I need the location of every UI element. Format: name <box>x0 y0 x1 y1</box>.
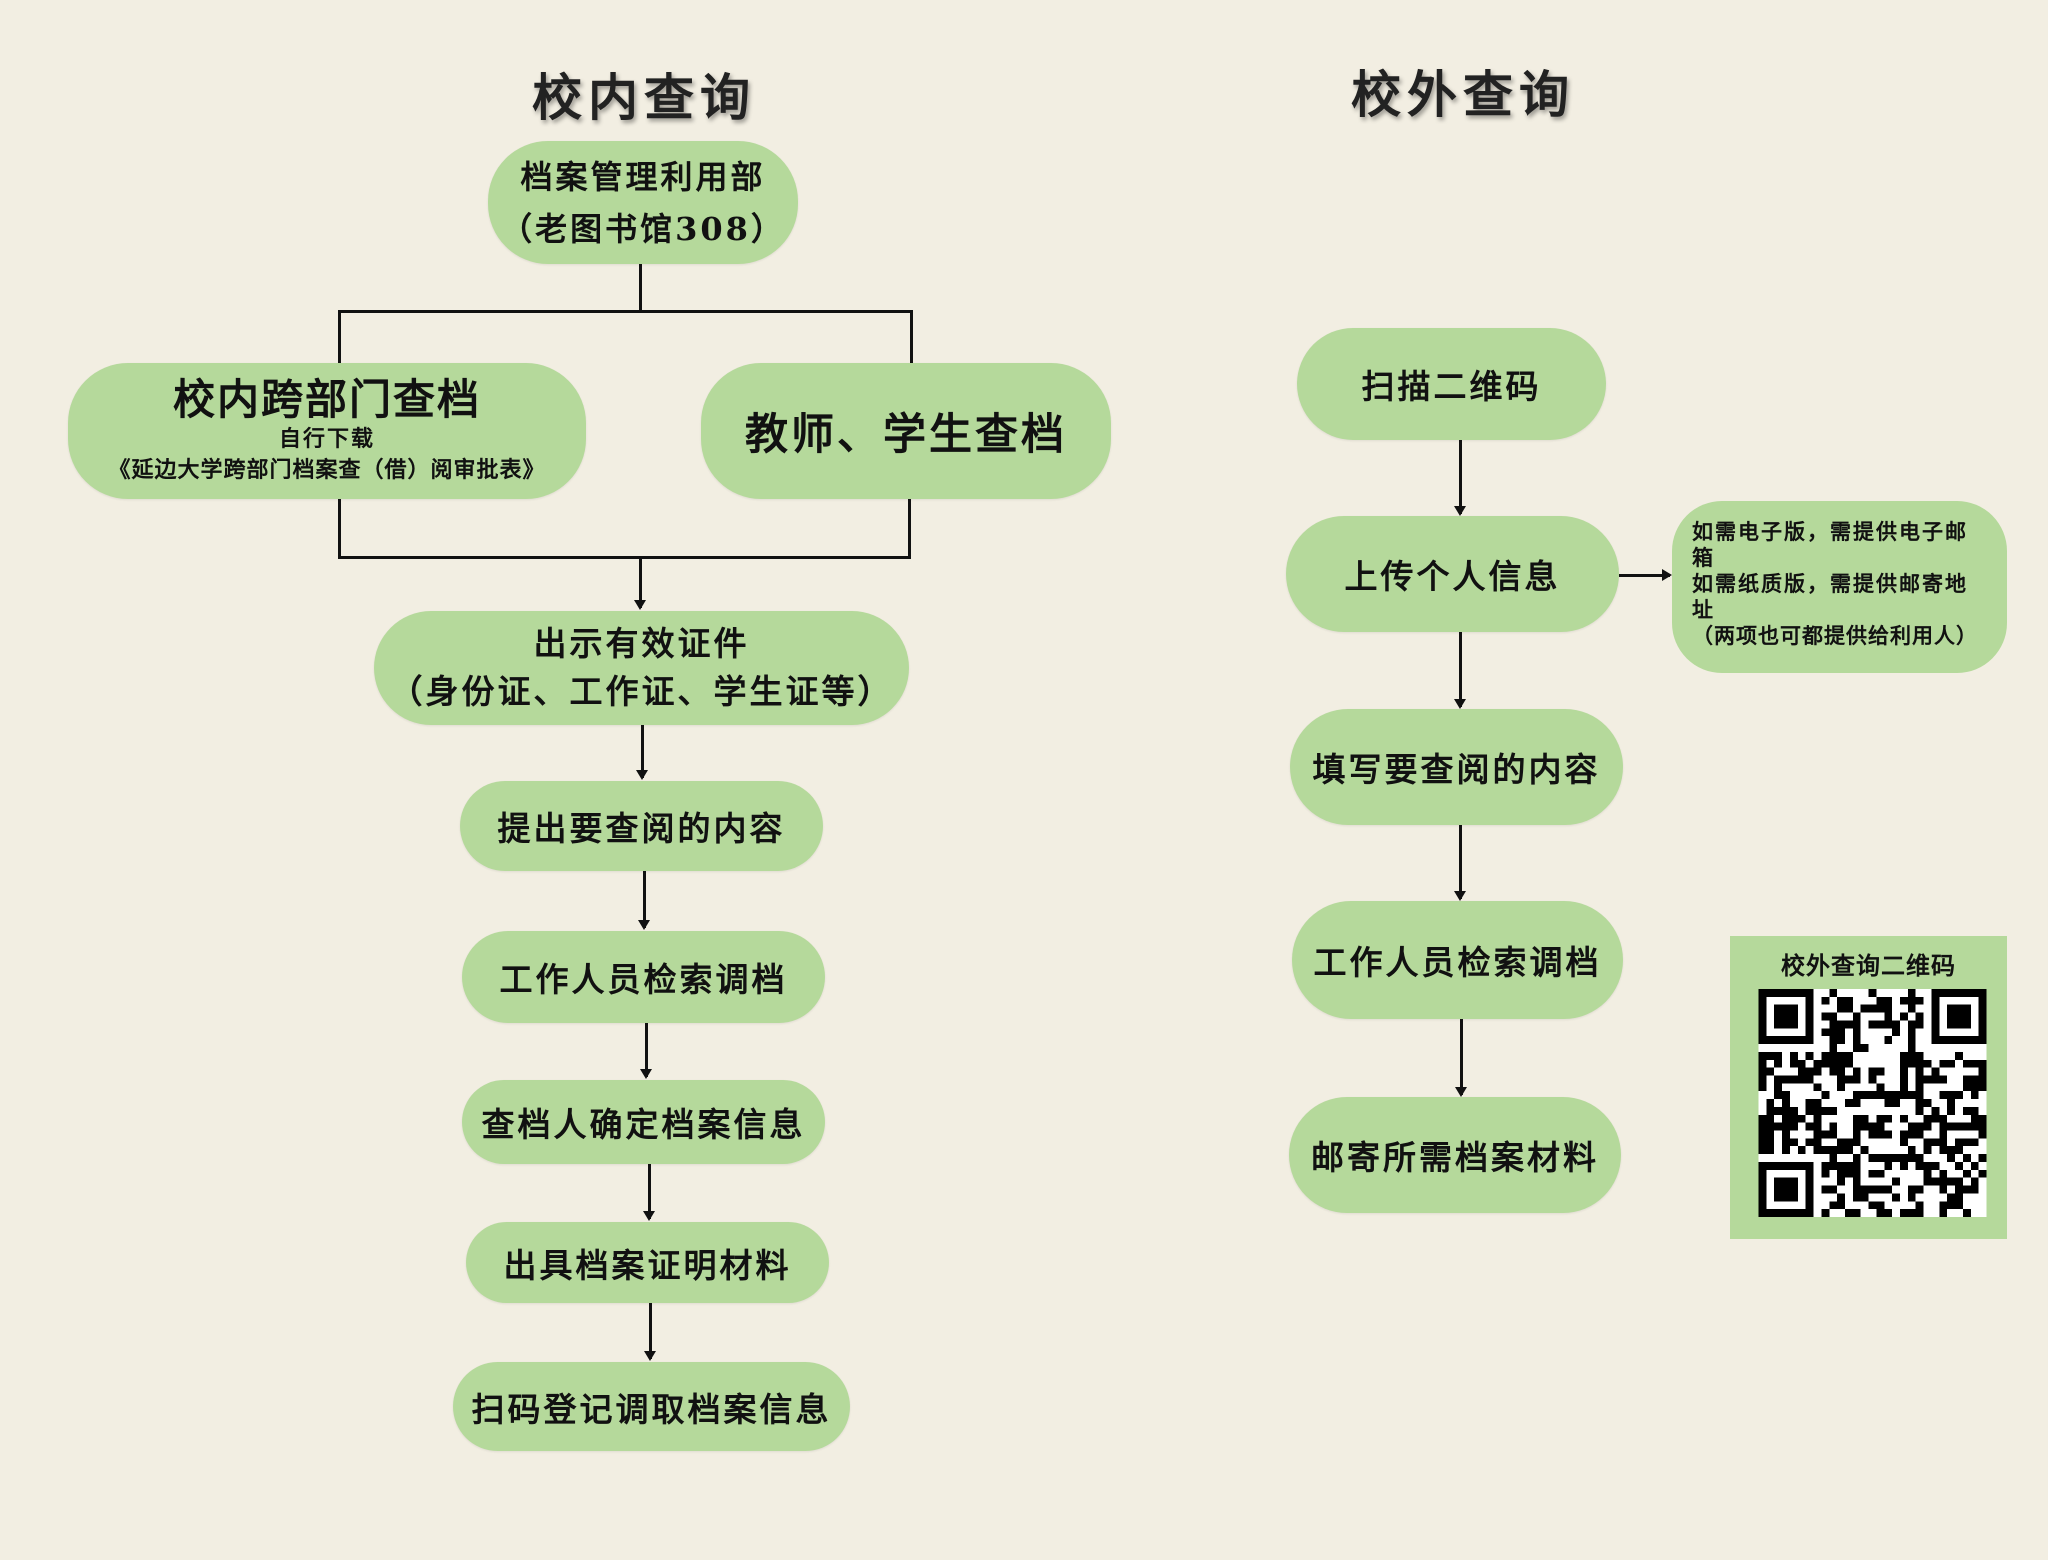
arrow-down <box>634 558 646 610</box>
connector <box>338 499 341 559</box>
delivery-note: 如需电子版，需提供电子邮箱 如需纸质版，需提供邮寄地址 （两项也可都提供给利用人… <box>1672 501 2007 673</box>
arrow-down <box>1454 440 1466 516</box>
right-title: 校外查询 <box>1351 65 1575 124</box>
left-step-3: 查档人确定档案信息 <box>462 1080 825 1164</box>
right-step-4: 工作人员检索调档 <box>1292 901 1623 1019</box>
right-step-2: 上传个人信息 <box>1286 516 1619 632</box>
arrow-down <box>643 1164 655 1221</box>
connector <box>338 310 341 364</box>
connector <box>338 310 913 313</box>
arrow-right <box>1619 569 1672 581</box>
connector <box>639 264 642 312</box>
left-step-5: 扫码登记调取档案信息 <box>453 1362 850 1451</box>
show-id-title: 出示有效证件 <box>533 624 750 663</box>
left-title: 校内查询 <box>532 68 756 127</box>
arrow-down <box>1454 632 1466 709</box>
arrow-down <box>1455 1019 1467 1097</box>
right-step-5: 邮寄所需档案材料 <box>1289 1097 1621 1213</box>
right-step-1: 扫描二维码 <box>1297 328 1606 440</box>
cross-dept-box: 校内跨部门查档 自行下载 《延边大学跨部门档案查（借）阅审批表》 <box>68 363 586 499</box>
connector <box>908 499 911 559</box>
qr-panel: 校外查询二维码 <box>1730 936 2007 1239</box>
archive-dept-location: （老图书馆308） <box>500 209 786 248</box>
show-id-detail: （身份证、工作证、学生证等） <box>389 672 894 711</box>
cross-dept-form-link: 《延边大学跨部门档案查（借）阅审批表》 <box>108 457 546 483</box>
arrow-down <box>1454 825 1466 901</box>
arrow-down <box>636 725 648 780</box>
connector <box>338 556 911 559</box>
show-id-box: 出示有效证件 （身份证、工作证、学生证等） <box>374 611 909 725</box>
arrow-down <box>638 871 650 930</box>
right-step-3: 填写要查阅的内容 <box>1290 709 1623 825</box>
arrow-down <box>644 1303 656 1361</box>
archive-dept-box: 档案管理利用部 （老图书馆308） <box>488 141 798 264</box>
note-line: （两项也可都提供给利用人） <box>1692 623 1978 648</box>
connector <box>910 310 913 364</box>
left-step-2: 工作人员检索调档 <box>462 931 825 1023</box>
cross-dept-sub1: 自行下载 <box>278 426 375 452</box>
note-line: 如需电子版，需提供电子邮箱 <box>1692 519 1968 570</box>
qr-code-icon[interactable] <box>1757 989 1988 1217</box>
qr-label: 校外查询二维码 <box>1781 951 1956 980</box>
note-line: 如需纸质版，需提供邮寄地址 <box>1692 571 1968 622</box>
left-step-4: 出具档案证明材料 <box>466 1222 829 1303</box>
cross-dept-title: 校内跨部门查档 <box>172 375 481 424</box>
left-step-1: 提出要查阅的内容 <box>460 781 823 871</box>
archive-dept-name: 档案管理利用部 <box>520 157 766 196</box>
arrow-down <box>640 1023 652 1079</box>
teacher-student-box: 教师、学生查档 <box>701 363 1111 499</box>
